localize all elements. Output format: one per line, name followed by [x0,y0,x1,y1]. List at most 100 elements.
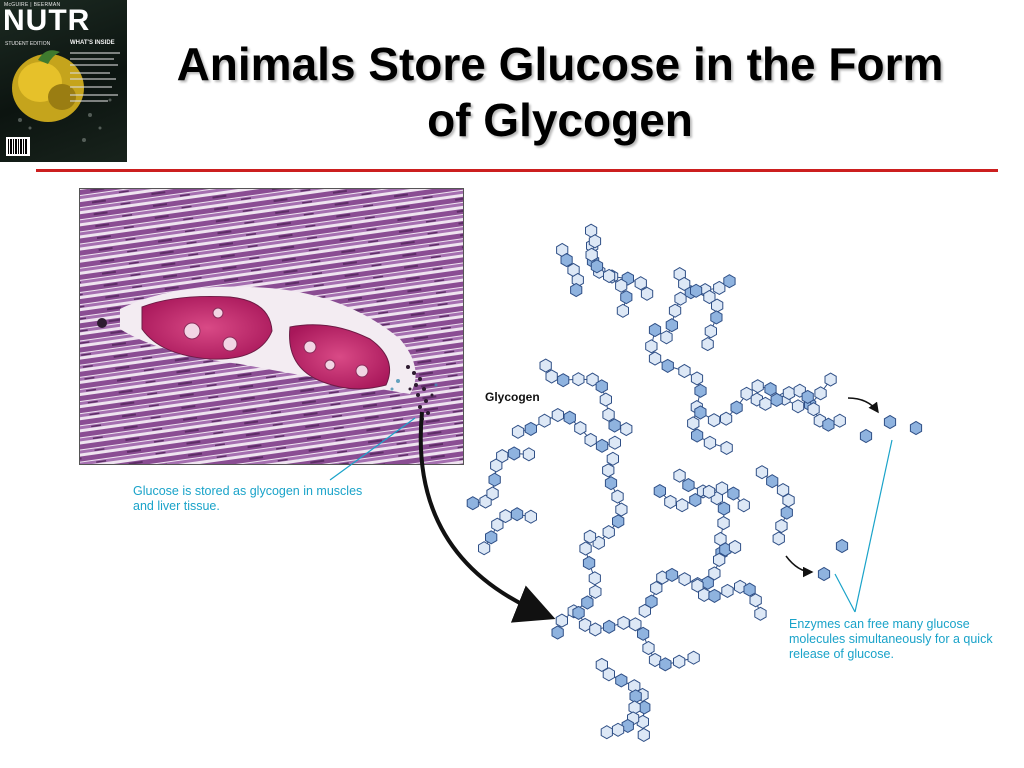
glucose-hexagon [572,605,585,620]
glucose-hexagon [602,463,615,478]
glucose-hexagon [595,379,608,394]
glucose-hexagon [791,399,805,414]
glucose-hexagon [585,223,598,238]
glucose-hexagon [628,700,641,715]
glucose-hexagon [648,322,662,338]
glucose-hexagon [595,438,609,453]
glucose-hexagon [719,542,732,557]
glucose-hexagon [478,541,491,556]
glucose-hexagon [754,606,767,621]
glucose-hexagon [782,386,796,401]
glucose-hexagon [616,303,629,318]
glucose-hexagon [551,625,564,640]
glucose-hexagon [617,615,630,630]
glucose-hexagon [602,407,615,422]
glucose-hexagon [599,392,612,407]
glucose-hexagon [466,496,479,511]
curved-arrow-icon [418,411,556,623]
glucose-hexagon [656,570,669,585]
barcode-icon [6,137,30,156]
glucose-hexagon [676,498,689,513]
glucose-hexagon [682,478,695,493]
glucose-hexagon [608,435,621,450]
glucose-hexagon [833,413,846,428]
glucose-hexagon [807,402,820,417]
glucose-hexagon [524,421,537,436]
glucose-hexagon [615,278,628,293]
glucose-hexagon [694,383,707,398]
glucose-hexagon [714,531,727,547]
glucose-hexagon [588,571,601,586]
glucose-hexagon [782,493,795,508]
glucose-hexagon [563,410,576,425]
glucose-hexagon [678,276,691,291]
glucose-hexagon [764,382,777,397]
glucose-hexagon [720,440,733,455]
title-divider [36,169,998,172]
pepper-illustration [12,50,120,142]
glucose-hexagon [479,494,492,509]
glucose-hexagon [545,369,558,384]
glucose-hexagon [611,722,625,737]
glucose-hexagon [585,247,598,262]
glucose-hexagon [664,494,677,509]
glucose-hexagon [620,422,633,437]
glucose-hexagon [678,572,691,587]
glucose-hexagon [499,509,512,524]
glucose-hexagon [723,274,736,289]
glucose-hexagon [694,405,707,420]
caption-leader-right-a [854,439,893,613]
glucose-hexagon [608,418,621,433]
cover-authors: McGUIRE | BEERMAN [4,2,61,8]
glucose-hexagon [511,507,524,522]
glucose-hexagon [883,414,897,430]
glucose-hexagon [822,417,835,432]
glucose-hexagon [567,262,580,278]
glucose-hexagon [660,330,673,345]
glucose-hexagon [728,539,742,555]
glucose-hexagon [636,714,649,729]
glucose-hexagon [909,420,923,436]
glucose-hexagon [673,654,686,669]
glucose-hexagon [717,516,730,531]
glucose-hexagon [579,541,592,556]
glucose-hexagon [687,650,700,665]
glucose-hexagon [560,252,573,268]
glucose-hexagon [703,435,717,450]
glycogen-label: Glycogen [485,390,540,404]
glucose-hexagon [710,310,723,325]
glucose-hexagon [496,449,509,464]
glucose-hexagon [727,486,740,501]
glucose-hexagon [600,725,613,740]
glucose-hexagon [629,617,642,632]
slide-title: Animals Store Glucose in the Form of Gly… [176,38,944,146]
release-arrow-icon-top [847,397,879,414]
glucose-hexagon [751,379,764,394]
glucose-hexagon [708,566,721,581]
glucose-hexagon [668,303,682,318]
glucose-hexagon [678,363,691,379]
glucose-hexagon [570,282,583,298]
glucose-hexagon [522,447,535,462]
glucose-hexagon [737,498,750,513]
glucose-hexagon [650,581,663,596]
glucose-hexagon [776,483,790,498]
glucose-hexagon [665,567,679,582]
glucose-hexagon [629,689,642,704]
glucose-hexagon [721,583,734,598]
glucose-hexagon [759,396,772,411]
glucose-hexagon [708,588,721,603]
glycogen-molecule [466,223,923,742]
glucose-hexagon [538,413,551,428]
cover-title: NUTR [3,4,91,37]
glucose-hexagon [578,617,592,632]
glucose-hexagon [584,432,597,448]
release-arrow-icon-bottom [785,555,814,578]
glucose-hexagon [645,594,658,609]
glucose-hexagon [638,603,651,618]
caption-enzymes: Enzymes can free many glucose molecules … [789,617,993,661]
glucose-hexagon [524,509,537,524]
glucose-hexagon [674,291,687,306]
glucose-hexagon [620,290,633,305]
